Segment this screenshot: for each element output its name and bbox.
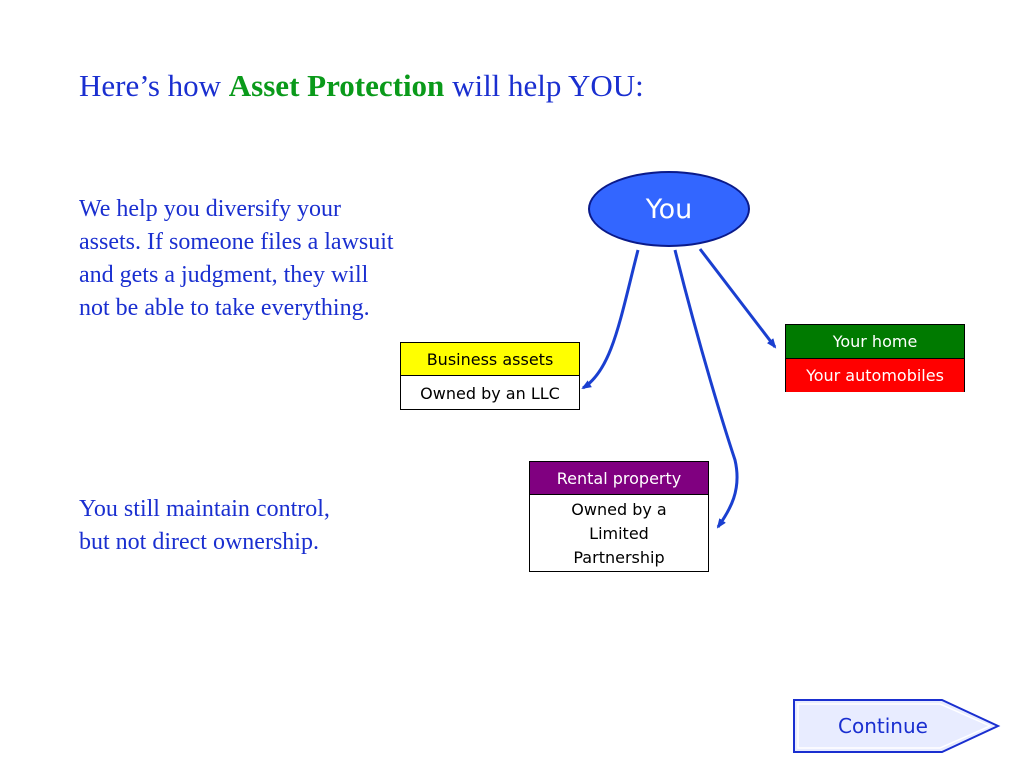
your-automobiles-cell: Your automobiles bbox=[786, 358, 964, 392]
business-assets-owner: Owned by an LLC bbox=[401, 375, 579, 410]
continue-label: Continue bbox=[838, 714, 928, 738]
your-home-cell: Your home bbox=[786, 325, 964, 358]
continue-button[interactable]: Continue bbox=[792, 698, 1002, 754]
arrow-to-rental bbox=[673, 249, 739, 529]
you-label: You bbox=[645, 193, 693, 225]
rental-property-owner: Owned by a Limited Partnership bbox=[530, 494, 708, 572]
business-assets-header: Business assets bbox=[401, 343, 579, 375]
title-suffix: will help YOU: bbox=[444, 68, 644, 103]
business-assets-box: Business assets Owned by an LLC bbox=[400, 342, 580, 410]
personal-assets-box: Your home Your automobiles bbox=[785, 324, 965, 392]
control-paragraph: You still maintain control, but not dire… bbox=[79, 496, 330, 555]
page-title: Here’s how Asset Protection will help YO… bbox=[79, 68, 644, 104]
rental-property-header: Rental property bbox=[530, 462, 708, 494]
arrow-to-business bbox=[581, 249, 640, 390]
diversify-paragraph: We help you diversify your assets. If so… bbox=[79, 196, 394, 321]
continue-arrow-shape bbox=[793, 699, 1001, 753]
title-highlight: Asset Protection bbox=[228, 68, 445, 103]
arrow-to-home bbox=[698, 248, 777, 349]
you-node: You bbox=[588, 171, 750, 247]
title-prefix: Here’s how bbox=[79, 68, 229, 103]
rental-property-box: Rental property Owned by a Limited Partn… bbox=[529, 461, 709, 572]
